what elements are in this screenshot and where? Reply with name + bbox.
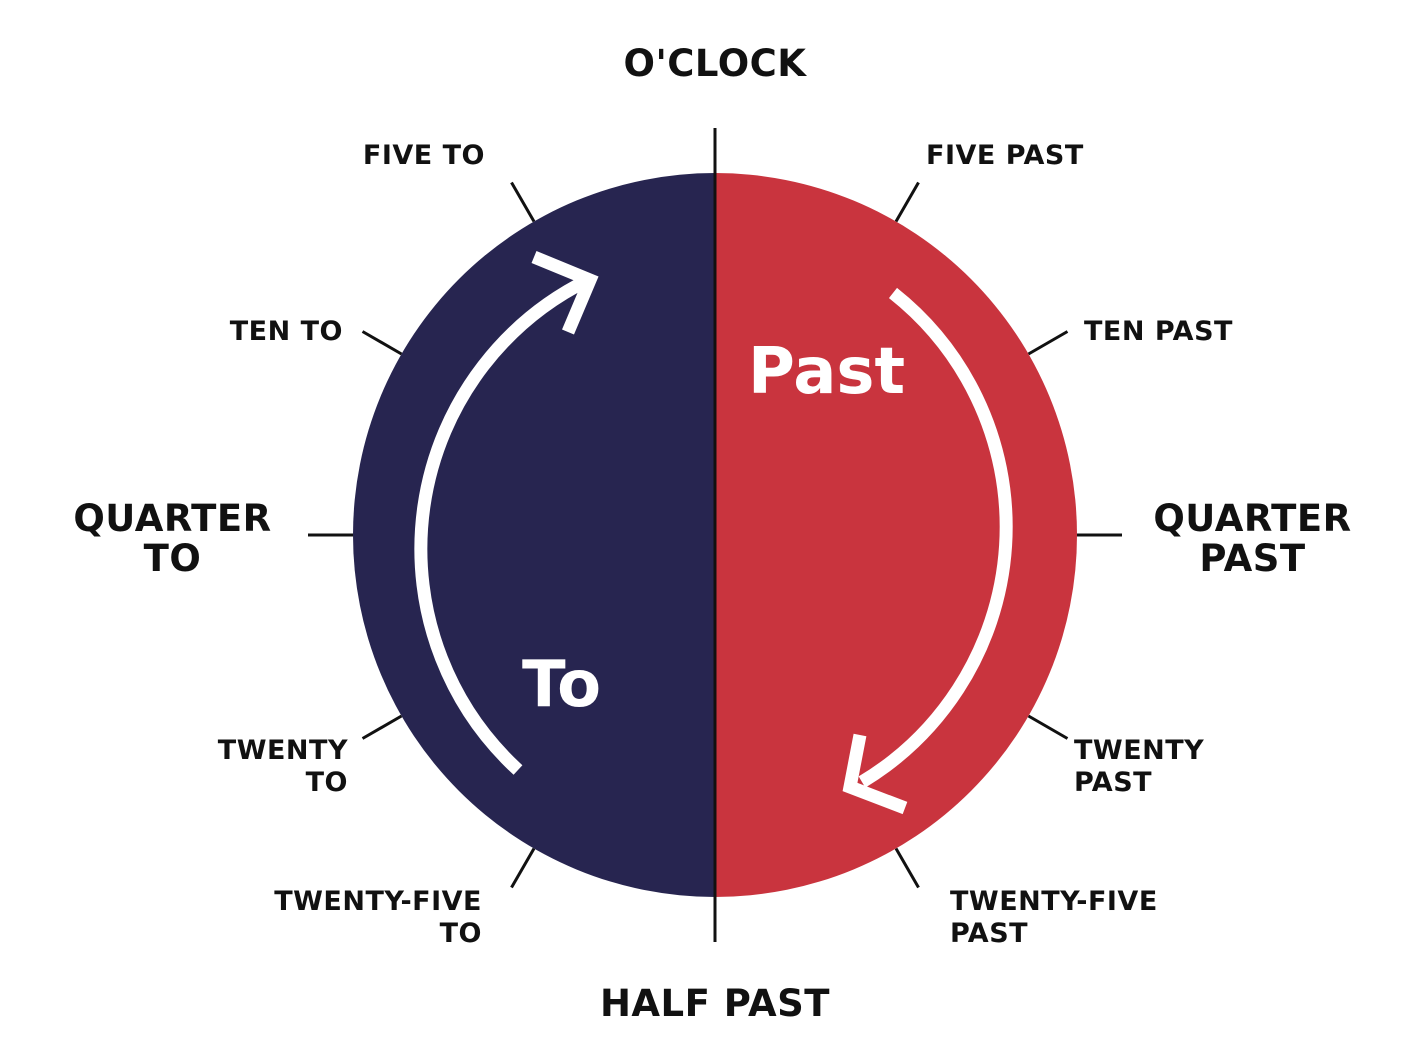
tick-mark xyxy=(510,847,536,889)
label-five-to: FIVE TO xyxy=(362,140,485,171)
past-label: Past xyxy=(748,335,906,409)
label-five-past: FIVE PAST xyxy=(926,140,1084,171)
tick-mark xyxy=(361,714,403,740)
tick-mark xyxy=(1027,714,1069,740)
tick-mark xyxy=(894,181,920,223)
tick-mark xyxy=(1027,330,1069,356)
past-half xyxy=(715,173,1077,897)
label-ten-to: TEN TO xyxy=(229,316,343,347)
to-half xyxy=(353,173,715,897)
tick-mark xyxy=(361,330,403,356)
label-oclock: O'CLOCK xyxy=(623,42,807,85)
to-arrow xyxy=(414,250,599,775)
label-half-past: HALF PAST xyxy=(599,982,831,1025)
label-ten-past: TEN PAST xyxy=(1084,316,1233,347)
to-label: To xyxy=(522,648,602,722)
past-arrow xyxy=(842,287,1013,815)
tick-mark xyxy=(510,181,536,223)
tick-marks xyxy=(308,128,1122,942)
tick-mark xyxy=(894,847,920,889)
